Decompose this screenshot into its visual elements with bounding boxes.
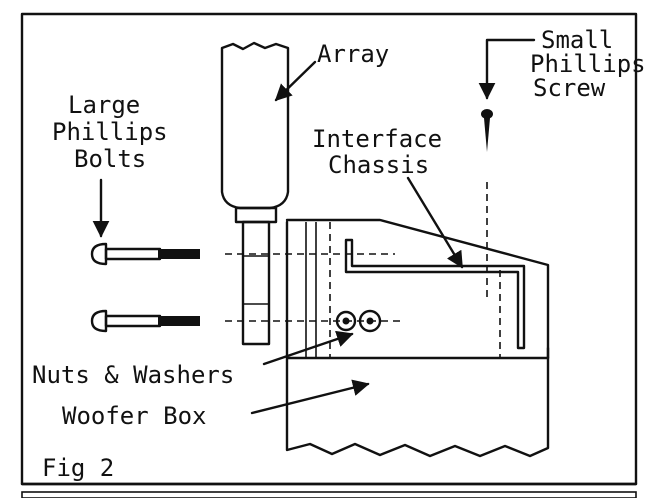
figure-caption: Fig 2 (42, 454, 114, 482)
large-phillips-bolt-lower (90, 309, 200, 333)
small-screw-leader-arrow (478, 38, 536, 100)
label-large-phillips-bolts-line3: Bolts (74, 145, 146, 173)
label-large-phillips-bolts-line2: Phillips (52, 118, 168, 146)
lower-panel-frame (21, 491, 637, 498)
washer-icon (358, 309, 382, 333)
label-small-phillips-screw-line1: Small (541, 26, 613, 54)
label-interface-chassis-line1: Interface (312, 125, 442, 153)
label-interface-chassis-line2: Chassis (328, 151, 429, 179)
large-phillips-bolt-upper (90, 242, 200, 266)
label-small-phillips-screw-line3: Screw (533, 74, 606, 102)
array-column (220, 41, 290, 346)
woofer-box (285, 218, 550, 458)
label-array: Array (317, 40, 389, 68)
woofer-box-leader-arrow (250, 379, 370, 415)
array-leader-arrow (274, 60, 317, 102)
interface-chassis-leader-arrow (406, 176, 464, 269)
nuts-washers-leader-arrow (262, 330, 354, 366)
label-small-phillips-screw-line2: Phillips (530, 50, 646, 78)
label-nuts-washers: Nuts & Washers (32, 361, 234, 389)
nut-icon (335, 310, 357, 332)
interface-chassis-bracket (344, 238, 526, 350)
label-large-phillips-bolts-line1: Large (68, 91, 140, 119)
small-phillips-screw (481, 109, 493, 300)
label-woofer-box: Woofer Box (62, 402, 207, 430)
